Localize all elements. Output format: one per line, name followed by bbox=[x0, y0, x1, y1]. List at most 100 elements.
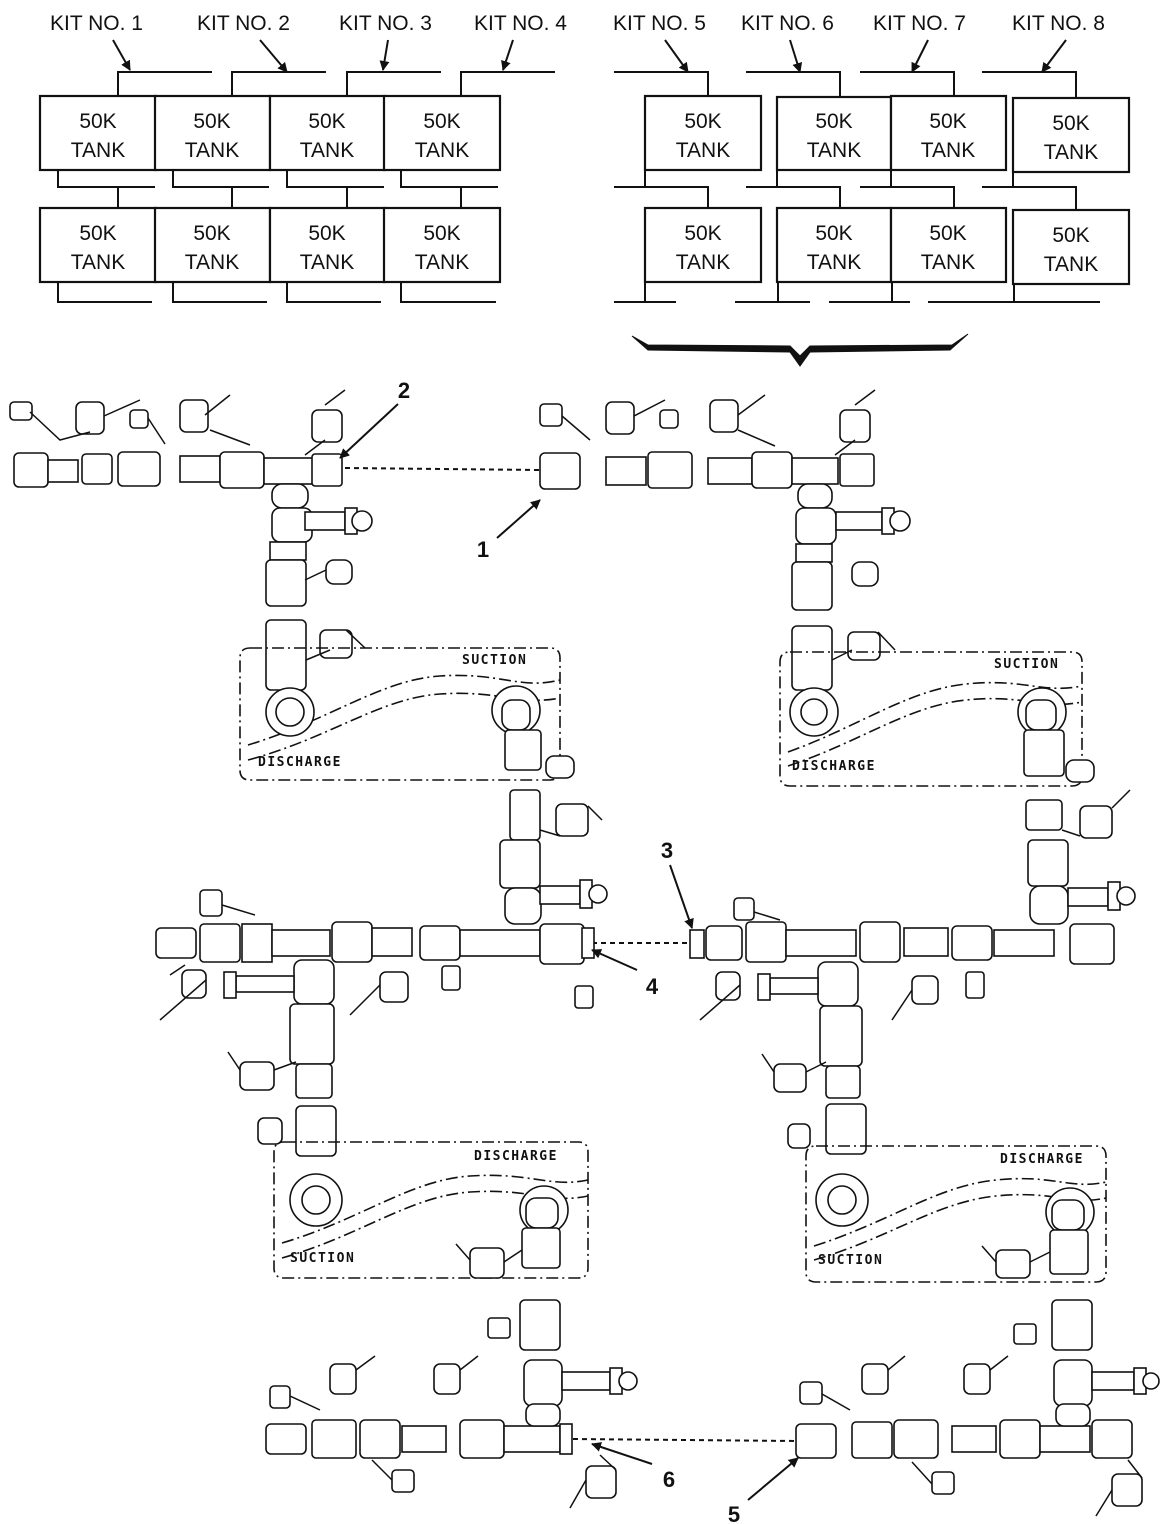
tank: 50K TANK bbox=[153, 206, 272, 284]
manifold-right-riser bbox=[1023, 729, 1136, 925]
kit-arrow-6 bbox=[789, 39, 803, 73]
tank: 50K TANK bbox=[643, 206, 763, 284]
manifold-top-right-drop bbox=[791, 507, 911, 691]
kit-label-8: KIT NO. 8 bbox=[1012, 12, 1105, 35]
panel-top-left-upper-label: SUCTION bbox=[462, 653, 527, 668]
kit-arrow-3 bbox=[379, 39, 390, 71]
callout-4: 4 bbox=[646, 974, 659, 999]
tank-connection-lines bbox=[57, 71, 1100, 303]
svg-text:50K: 50K bbox=[308, 110, 345, 133]
callout-arrow-5 bbox=[747, 1457, 799, 1501]
connection-line-1-2 bbox=[344, 467, 541, 471]
tank: 50K TANK bbox=[1011, 96, 1131, 174]
kit-label-2: KIT NO. 2 bbox=[197, 12, 290, 35]
callout-6: 6 bbox=[663, 1467, 675, 1492]
callout-arrow-6 bbox=[591, 1442, 653, 1465]
manifold-mid-left-drop bbox=[223, 959, 337, 1157]
callout-arrow-3 bbox=[669, 864, 694, 929]
kit-labels: KIT NO. 1 KIT NO. 2 KIT NO. 3 KIT NO. 4 … bbox=[50, 12, 1105, 35]
svg-text:TANK: TANK bbox=[921, 139, 975, 162]
panel-bottom-right: DISCHARGE SUCTION bbox=[805, 1145, 1107, 1283]
svg-text:TANK: TANK bbox=[807, 139, 861, 162]
manifold-assembly: SUCTION DISCHARGE bbox=[9, 389, 1160, 1517]
tank: 50K TANK bbox=[889, 94, 1008, 172]
panel-bottom-right-upper-label: DISCHARGE bbox=[1000, 1152, 1084, 1167]
panel-bottom-left-upper-label: DISCHARGE bbox=[474, 1149, 558, 1164]
kit-label-1: KIT NO. 1 bbox=[50, 12, 143, 35]
svg-text:50K: 50K bbox=[193, 222, 230, 245]
panel-top-right: SUCTION DISCHARGE bbox=[779, 651, 1083, 787]
kit-arrow-5 bbox=[664, 39, 689, 73]
svg-text:TANK: TANK bbox=[185, 139, 239, 162]
connection-line-5-6 bbox=[572, 1438, 797, 1442]
manifold-bottom-left bbox=[265, 1355, 617, 1509]
tank: 50K TANK bbox=[268, 206, 387, 284]
svg-text:TANK: TANK bbox=[1044, 253, 1098, 276]
panel-top-left-lower-label: DISCHARGE bbox=[258, 755, 342, 770]
tank: 50K TANK bbox=[38, 94, 158, 172]
kit-label-7: KIT NO. 7 bbox=[873, 12, 966, 35]
tank: 50K TANK bbox=[268, 94, 387, 172]
callout-3: 3 bbox=[661, 838, 673, 863]
svg-text:50K: 50K bbox=[815, 110, 852, 133]
kit-label-3: KIT NO. 3 bbox=[339, 12, 432, 35]
panel-top-left: SUCTION DISCHARGE bbox=[239, 647, 561, 781]
svg-text:50K: 50K bbox=[1052, 224, 1089, 247]
manifold-bottom-right bbox=[795, 1355, 1143, 1517]
svg-text:TANK: TANK bbox=[415, 139, 469, 162]
kit-arrow-8 bbox=[1041, 39, 1067, 73]
panel-bottom-left-lower-label: SUCTION bbox=[290, 1251, 355, 1266]
svg-text:50K: 50K bbox=[815, 222, 852, 245]
callouts: 1 2 3 4 5 6 bbox=[339, 378, 799, 1524]
callout-arrow-1 bbox=[496, 499, 541, 539]
callout-1: 1 bbox=[477, 537, 489, 562]
svg-text:TANK: TANK bbox=[300, 251, 354, 274]
panel-top-right-upper-label: SUCTION bbox=[994, 657, 1059, 672]
manifold-mid-left bbox=[155, 889, 595, 1021]
svg-text:50K: 50K bbox=[423, 110, 460, 133]
kit-label-4: KIT NO. 4 bbox=[474, 12, 567, 35]
grouping-brace bbox=[631, 333, 969, 367]
panel-bottom-right-lower-label: SUCTION bbox=[818, 1253, 883, 1268]
kit-arrow-4 bbox=[501, 39, 514, 71]
svg-text:50K: 50K bbox=[929, 110, 966, 133]
svg-text:TANK: TANK bbox=[807, 251, 861, 274]
callout-arrow-2 bbox=[339, 403, 399, 459]
svg-text:TANK: TANK bbox=[71, 139, 125, 162]
svg-text:TANK: TANK bbox=[676, 251, 730, 274]
manifold-top-right bbox=[539, 389, 876, 509]
callout-5: 5 bbox=[728, 1502, 740, 1524]
callout-2: 2 bbox=[398, 378, 410, 403]
svg-text:TANK: TANK bbox=[1044, 141, 1098, 164]
svg-text:TANK: TANK bbox=[676, 139, 730, 162]
tank: 50K TANK bbox=[382, 94, 502, 172]
tank: 50K TANK bbox=[775, 95, 893, 172]
svg-text:TANK: TANK bbox=[921, 251, 975, 274]
panel-top-right-lower-label: DISCHARGE bbox=[792, 759, 876, 774]
manifold-top-left bbox=[9, 389, 346, 509]
callout-arrow-4 bbox=[591, 949, 638, 971]
svg-text:50K: 50K bbox=[929, 222, 966, 245]
kit-label-6: KIT NO. 6 bbox=[741, 12, 834, 35]
svg-text:50K: 50K bbox=[79, 110, 116, 133]
tank: 50K TANK bbox=[889, 206, 1008, 284]
kit-arrow-1 bbox=[112, 39, 131, 71]
svg-text:50K: 50K bbox=[423, 222, 460, 245]
svg-text:50K: 50K bbox=[308, 222, 345, 245]
svg-text:TANK: TANK bbox=[185, 251, 239, 274]
manifold-center-riser bbox=[499, 729, 608, 925]
panel-bottom-left: DISCHARGE SUCTION bbox=[273, 1141, 589, 1279]
tank: 50K TANK bbox=[1011, 208, 1131, 286]
svg-text:TANK: TANK bbox=[300, 139, 354, 162]
kit-arrow-2 bbox=[259, 39, 288, 73]
manifold-mid-right bbox=[689, 897, 1115, 1021]
svg-text:50K: 50K bbox=[684, 222, 721, 245]
svg-text:50K: 50K bbox=[1052, 112, 1089, 135]
